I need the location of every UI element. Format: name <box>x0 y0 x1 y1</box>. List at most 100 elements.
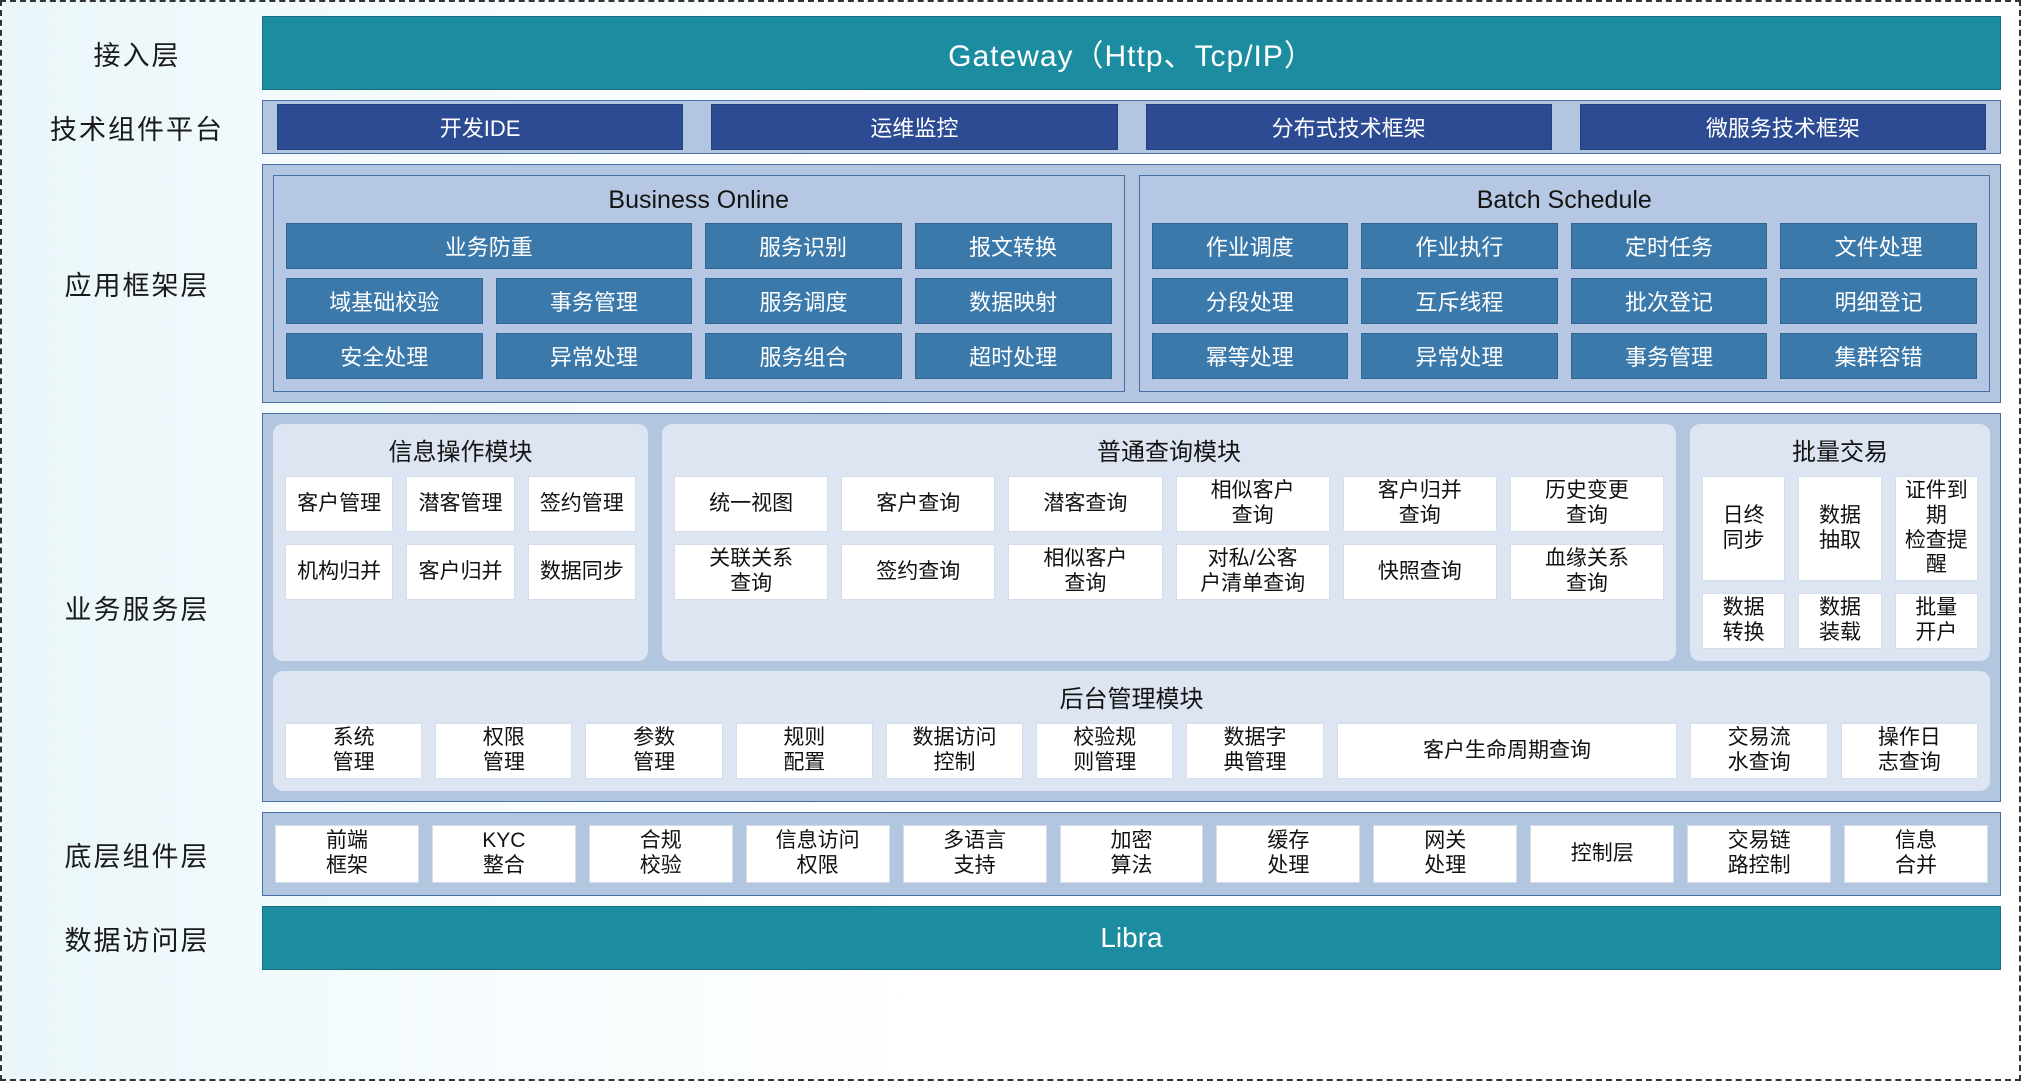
service-cell[interactable]: 证件到期检查提醒 <box>1894 476 1978 582</box>
fw-cell[interactable]: 互斥线程 <box>1361 278 1558 324</box>
component-cell[interactable]: 控制层 <box>1530 825 1675 884</box>
service-cell[interactable]: 权限管理 <box>435 723 573 780</box>
fw-cell[interactable]: 异常处理 <box>1361 333 1558 379</box>
tech-chip-ide[interactable]: 开发IDE <box>277 104 684 150</box>
admin-module-grid: 系统管理 权限管理 参数管理 规则配置 数据访问控制 校验规则管理 数据字典管理… <box>285 723 1978 780</box>
service-cell[interactable]: 对私/公客户清单查询 <box>1175 544 1330 600</box>
fw-cell[interactable]: 服务组合 <box>705 333 902 379</box>
service-cell[interactable]: 机构归并 <box>285 544 394 600</box>
fw-cell[interactable]: 事务管理 <box>1570 333 1768 379</box>
service-cell[interactable]: 血缘关系查询 <box>1509 544 1665 600</box>
spacer <box>12 90 2001 100</box>
component-cell[interactable]: 信息访问权限 <box>745 825 890 884</box>
service-cell[interactable]: 统一视图 <box>674 476 829 532</box>
group-title-batch-transaction: 批量交易 <box>1792 439 1888 466</box>
group-title-admin-module: 后台管理模块 <box>1059 686 1204 714</box>
fw-cell[interactable]: 分段处理 <box>1151 278 1349 324</box>
fw-cell[interactable]: 服务识别 <box>704 223 902 269</box>
component-cell[interactable]: 加密算法 <box>1059 825 1204 884</box>
fw-cell[interactable]: 事务管理 <box>495 278 693 324</box>
libra-bar: Libra <box>262 906 2001 971</box>
fw-cell[interactable]: 明细登记 <box>1780 278 1977 324</box>
service-cell[interactable]: 客户生命周期查询 <box>1336 723 1678 780</box>
service-cell[interactable]: 数据转换 <box>1702 593 1786 650</box>
fw-cell[interactable]: 定时任务 <box>1570 223 1768 269</box>
group-title-info-module: 信息操作模块 <box>388 439 533 466</box>
service-cell[interactable]: 潜客查询 <box>1008 476 1163 532</box>
grid-row: 关联关系查询 签约查询 相似客户查询 对私/公客户清单查询 快照查询 血缘关系查… <box>674 544 1665 600</box>
layer-label-business-service: 业务服务层 <box>64 595 210 627</box>
service-cell[interactable]: 签约管理 <box>527 476 636 532</box>
group-business-online: Business Online 业务防重 服务识别 报文转换 域基础校验 事务管… <box>273 175 1125 392</box>
service-cell[interactable]: 参数管理 <box>585 723 723 780</box>
service-cell[interactable]: 日终同步 <box>1702 476 1786 582</box>
group-query-module: 普通查询模块 统一视图 客户查询 潜客查询 相似客户查询 客户归并查询 历史变更… <box>662 424 1676 662</box>
component-cell[interactable]: 多语言支持 <box>902 825 1047 884</box>
fw-cell[interactable]: 异常处理 <box>495 333 693 379</box>
fw-cell[interactable]: 业务防重 <box>286 223 692 269</box>
service-cell[interactable]: 潜客管理 <box>406 476 515 532</box>
service-cell[interactable]: 数据字典管理 <box>1186 723 1324 780</box>
service-cell[interactable]: 操作日志查询 <box>1840 723 1978 780</box>
batch-schedule-grid: 作业调度 作业执行 定时任务 文件处理 分段处理 互斥线程 批次登记 明细登记 <box>1151 223 1977 379</box>
service-cell[interactable]: 快照查询 <box>1342 544 1497 600</box>
layer-row-tech-platform: 技术组件平台 开发IDE 运维监控 分布式技术框架 微服务技术框架 <box>12 100 2001 154</box>
grid-row: 幂等处理 异常处理 事务管理 集群容错 <box>1151 333 1977 379</box>
service-cell[interactable]: 客户归并查询 <box>1342 476 1497 532</box>
service-cell[interactable]: 签约查询 <box>841 544 996 600</box>
component-cell[interactable]: 合规校验 <box>588 825 733 884</box>
component-cell[interactable]: 信息合并 <box>1844 825 1988 884</box>
grid-row: 域基础校验 事务管理 服务调度 数据映射 <box>286 278 1112 324</box>
grid-row: 作业调度 作业执行 定时任务 文件处理 <box>1151 223 1977 269</box>
grid-row: 数据转换 数据装载 批量开户 <box>1702 593 1978 650</box>
service-cell[interactable]: 客户查询 <box>841 476 996 532</box>
service-cell[interactable]: 系统管理 <box>285 723 423 780</box>
layer-label-access: 接入层 <box>93 40 181 72</box>
gateway-bar: Gateway（Http、Tcp/IP） <box>262 16 2001 90</box>
service-cell[interactable]: 客户管理 <box>285 476 394 532</box>
fw-cell[interactable]: 作业调度 <box>1151 223 1349 269</box>
service-cell[interactable]: 交易流水查询 <box>1690 723 1828 780</box>
service-cell[interactable]: 数据抽取 <box>1798 476 1882 582</box>
fw-cell[interactable]: 报文转换 <box>914 223 1112 269</box>
component-cell[interactable]: 交易链路控制 <box>1687 825 1832 884</box>
service-cell[interactable]: 关联关系查询 <box>674 544 829 600</box>
group-batch-schedule: Batch Schedule 作业调度 作业执行 定时任务 文件处理 分段处理 … <box>1138 175 1990 392</box>
component-cell[interactable]: 前端框架 <box>275 825 419 884</box>
fw-cell[interactable]: 安全处理 <box>286 333 483 379</box>
fw-cell[interactable]: 超时处理 <box>914 333 1112 379</box>
component-cell[interactable]: 缓存处理 <box>1216 825 1361 884</box>
fw-cell[interactable]: 集群容错 <box>1780 333 1977 379</box>
fw-cell[interactable]: 文件处理 <box>1780 223 1977 269</box>
tech-chip-microservice-framework[interactable]: 微服务技术框架 <box>1579 104 1986 150</box>
service-cell[interactable]: 相似客户查询 <box>1008 544 1163 600</box>
service-cell[interactable]: 规则配置 <box>735 723 873 780</box>
service-cell[interactable]: 数据装载 <box>1798 593 1882 650</box>
service-cell[interactable]: 历史变更查询 <box>1509 476 1665 532</box>
tech-chip-ops-monitor[interactable]: 运维监控 <box>711 104 1118 150</box>
layer-row-data-access: 数据访问层 Libra <box>12 906 2001 971</box>
tech-chip-distributed-framework[interactable]: 分布式技术框架 <box>1145 104 1552 150</box>
service-cell[interactable]: 数据访问控制 <box>885 723 1024 780</box>
layer-label-data-access: 数据访问层 <box>64 925 210 957</box>
fw-cell[interactable]: 幂等处理 <box>1151 333 1349 379</box>
grid-row: 机构归并 客户归并 数据同步 <box>285 544 636 600</box>
spacer <box>12 154 2001 164</box>
service-cell[interactable]: 数据同步 <box>527 544 636 600</box>
service-cell[interactable]: 校验规则管理 <box>1036 723 1174 780</box>
service-cell[interactable]: 相似客户查询 <box>1175 476 1330 532</box>
grid-row: 日终同步 数据抽取 证件到期检查提醒 <box>1702 476 1978 582</box>
service-cell[interactable]: 批量开户 <box>1894 593 1978 650</box>
spacer <box>12 403 2001 413</box>
fw-cell[interactable]: 服务调度 <box>705 278 902 324</box>
service-cell[interactable]: 客户归并 <box>406 544 515 600</box>
fw-cell[interactable]: 域基础校验 <box>286 278 483 324</box>
fw-cell[interactable]: 作业执行 <box>1361 223 1558 269</box>
component-cell[interactable]: 网关处理 <box>1373 825 1518 884</box>
layer-row-business-service: 业务服务层 信息操作模块 客户管理 潜客管理 签约管理 机构归并 <box>12 413 2001 803</box>
fw-cell[interactable]: 批次登记 <box>1570 278 1768 324</box>
fw-cell[interactable]: 数据映射 <box>914 278 1112 324</box>
grid-row: 业务防重 服务识别 报文转换 <box>286 223 1112 269</box>
spacer <box>12 802 2001 812</box>
